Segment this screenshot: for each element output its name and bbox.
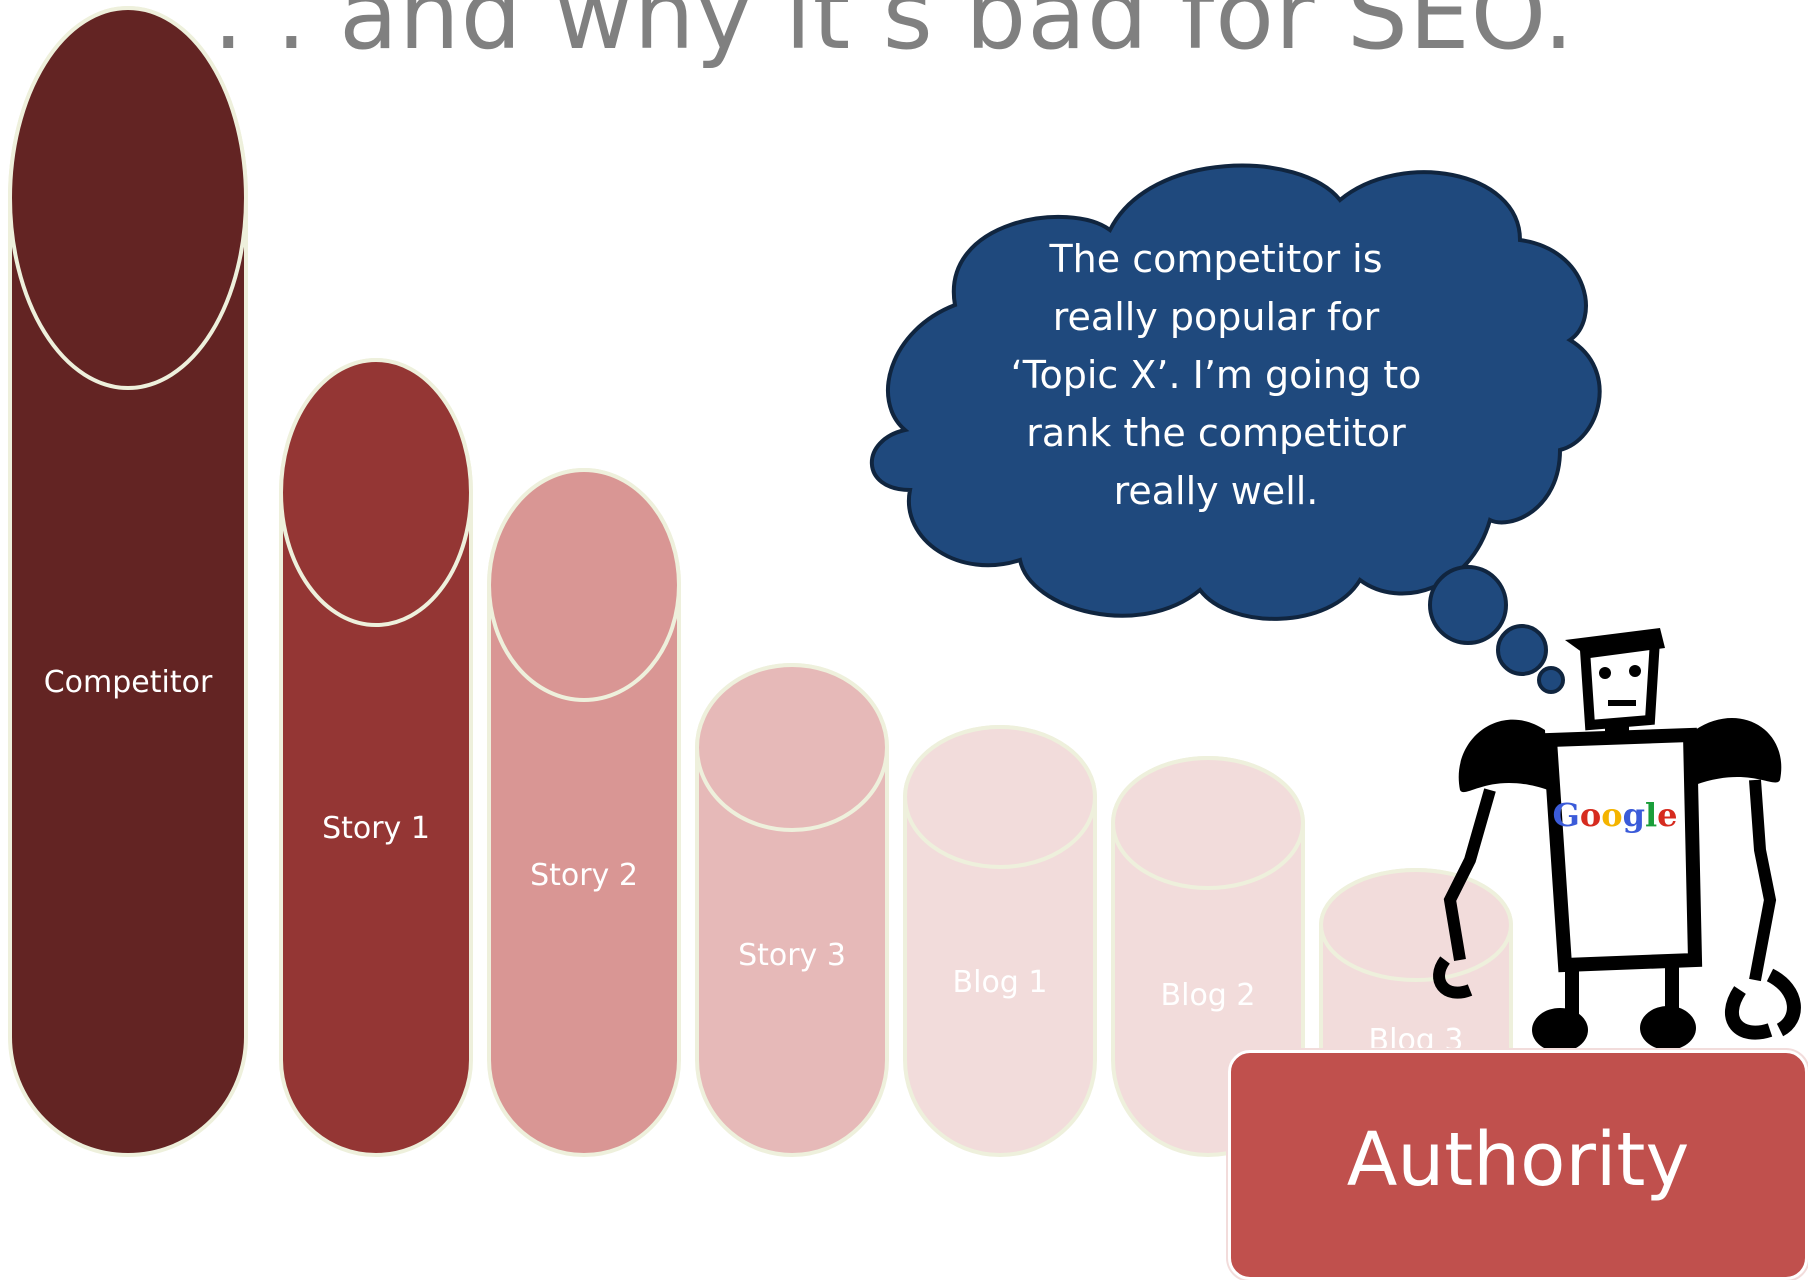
- robot-claw-left: [1433, 956, 1473, 999]
- robot-shoulder-right: [1695, 718, 1782, 785]
- cylinder-3: Story 2: [487, 468, 681, 1157]
- thought-bubble-small: [1537, 666, 1565, 694]
- cylinder-1: Competitor: [8, 6, 248, 1157]
- cylinder-cap: [695, 663, 889, 832]
- robot-mouth: [1608, 700, 1636, 706]
- robot-shoulder-left: [1458, 719, 1548, 793]
- cylinder-5: Blog 1: [903, 725, 1097, 1157]
- cylinder-cap: [487, 468, 681, 702]
- authority-box: Authority: [1228, 1050, 1808, 1280]
- robot-eye-left: [1599, 667, 1611, 679]
- robot-foot-right: [1640, 1006, 1696, 1050]
- cylinder-4: Story 3: [695, 663, 889, 1157]
- cylinder-cap: [1319, 868, 1513, 982]
- cylinder-cap: [903, 725, 1097, 869]
- thought-cloud-line: rank the competitor: [1026, 411, 1406, 455]
- cylinder-cap: [8, 6, 248, 390]
- robot-eye-right: [1629, 665, 1641, 677]
- cylinder-cap: [1111, 756, 1305, 890]
- thought-bubble-medium: [1496, 624, 1548, 676]
- cylinder-label: Competitor: [44, 665, 213, 700]
- cylinder-2: Story 1: [279, 358, 473, 1157]
- thought-cloud-line: really popular for: [1053, 295, 1380, 339]
- thought-cloud-line: really well.: [1114, 469, 1319, 513]
- robot-leg-right: [1665, 958, 1679, 1018]
- cylinder-label: Blog 2: [1161, 978, 1256, 1013]
- robot-arm-left: [1443, 788, 1496, 961]
- slide-title: . . . and why it’s bad for SEO.: [150, 0, 1575, 71]
- thought-cloud-line: The competitor is: [1048, 237, 1382, 281]
- cylinder-label: Story 2: [530, 858, 638, 893]
- robot: Google: [1433, 628, 1801, 1052]
- cylinder-label: Story 3: [738, 938, 846, 973]
- robot-arm-right: [1749, 779, 1777, 982]
- cylinder-cap: [279, 358, 473, 627]
- robot-body: [1542, 727, 1703, 973]
- robot-foot-left: [1532, 1008, 1588, 1052]
- authority-label: Authority: [1346, 1117, 1690, 1203]
- google-logo-text: Google: [1553, 796, 1678, 834]
- thought-cloud-shape: [869, 163, 1602, 621]
- cylinder-label: Story 1: [322, 811, 430, 846]
- robot-leg-left: [1565, 960, 1579, 1020]
- robot-claw-right: [1725, 968, 1801, 1040]
- robot-chest-logo: Google: [1553, 796, 1678, 834]
- thought-bubble-large: [1428, 565, 1508, 645]
- thought-cloud-line: ‘Topic X’. I’m going to: [1011, 353, 1422, 397]
- thought-cloud: The competitor is really popular for ‘Topi…: [869, 163, 1602, 694]
- robot-hair: [1565, 628, 1665, 658]
- thought-cloud-text: The competitor is really popular for ‘Topi…: [1011, 237, 1422, 513]
- cylinder-label: Blog 1: [953, 965, 1048, 1000]
